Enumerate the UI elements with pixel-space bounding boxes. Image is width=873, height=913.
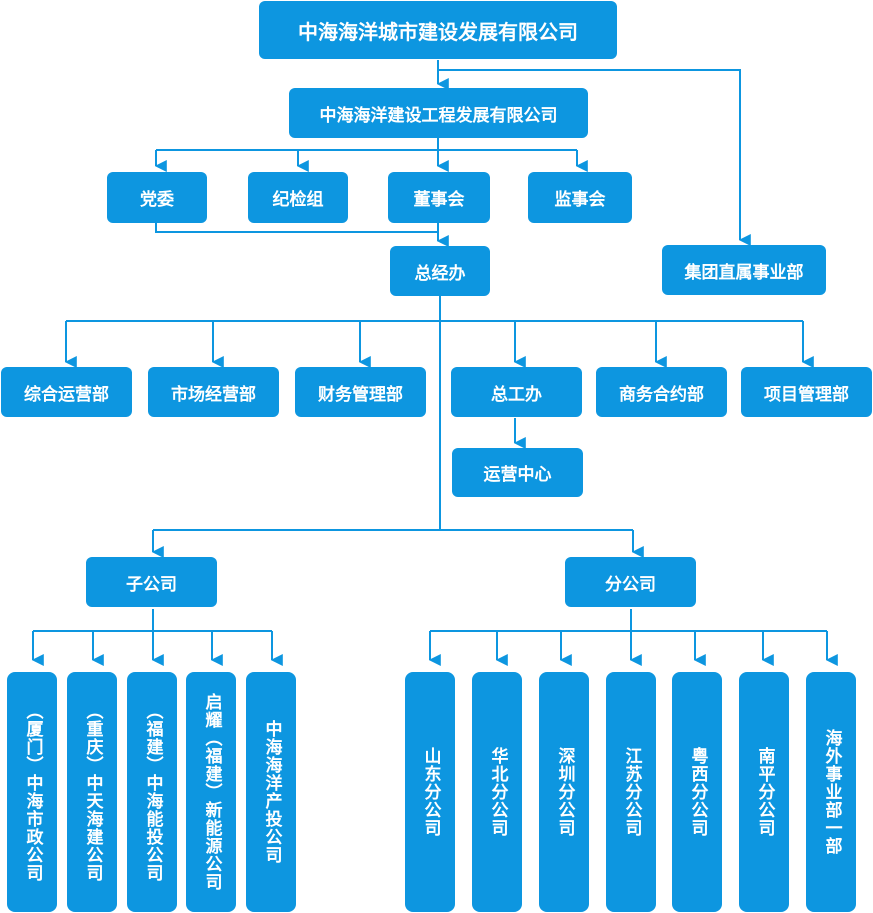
subsidiary-box: 启耀（福建）新能源公司 xyxy=(186,672,236,912)
dept-box: 项目管理部 xyxy=(741,367,872,417)
branch-label: 江苏分公司 xyxy=(621,747,642,837)
dept-box: 市场经营部 xyxy=(148,367,279,417)
subsidiary-label: （厦门）中海市政公司 xyxy=(22,702,43,882)
branch-box: 山东分公司 xyxy=(405,672,455,912)
branch-box: 粤西分公司 xyxy=(672,672,722,912)
branch-box: 海外事业部一部 xyxy=(806,672,856,912)
subsidiary-label: （福建）中海能投公司 xyxy=(142,702,163,882)
branch-label: 粤西分公司 xyxy=(687,747,708,837)
dept-box: 财务管理部 xyxy=(295,367,426,417)
branch-box: 江苏分公司 xyxy=(606,672,656,912)
board-box: 董事会 xyxy=(388,172,490,223)
branch-box: 深圳分公司 xyxy=(539,672,589,912)
branch-box: 南平分公司 xyxy=(739,672,789,912)
dept-box: 总工办 xyxy=(451,367,582,417)
subsidiary-box: 中海海洋产投公司 xyxy=(246,672,296,912)
subsidiary-label: 启耀（福建）新能源公司 xyxy=(201,693,222,891)
supervisory-board-box: 监事会 xyxy=(528,172,632,223)
branch-label: 华北分公司 xyxy=(487,747,508,837)
group-direct-box: 集团直属事业部 xyxy=(662,245,826,295)
party-committee-box: 党委 xyxy=(107,172,207,223)
branch-label: 深圳分公司 xyxy=(554,747,575,837)
subsidiary-label: （重庆）中天海建公司 xyxy=(82,702,103,882)
branch-label: 山东分公司 xyxy=(420,747,441,837)
branch-label: 海外事业部一部 xyxy=(821,729,842,855)
subsidiary-box: （重庆）中天海建公司 xyxy=(67,672,117,912)
gm-office-box: 总经办 xyxy=(390,246,490,296)
branches-box: 分公司 xyxy=(565,557,696,607)
second-company-box: 中海海洋建设工程发展有限公司 xyxy=(289,88,588,138)
discipline-group-box: 纪检组 xyxy=(248,172,348,223)
dept-box: 综合运营部 xyxy=(1,367,132,417)
ops-center-box: 运营中心 xyxy=(452,448,583,497)
branch-label: 南平分公司 xyxy=(754,747,775,837)
subsidiaries-box: 子公司 xyxy=(86,557,217,607)
branch-box: 华北分公司 xyxy=(472,672,522,912)
subsidiary-label: 中海海洋产投公司 xyxy=(261,720,282,864)
dept-box: 商务合约部 xyxy=(596,367,727,417)
top-company-box: 中海海洋城市建设发展有限公司 xyxy=(259,1,617,59)
subsidiary-box: （厦门）中海市政公司 xyxy=(7,672,57,912)
subsidiary-box: （福建）中海能投公司 xyxy=(127,672,177,912)
